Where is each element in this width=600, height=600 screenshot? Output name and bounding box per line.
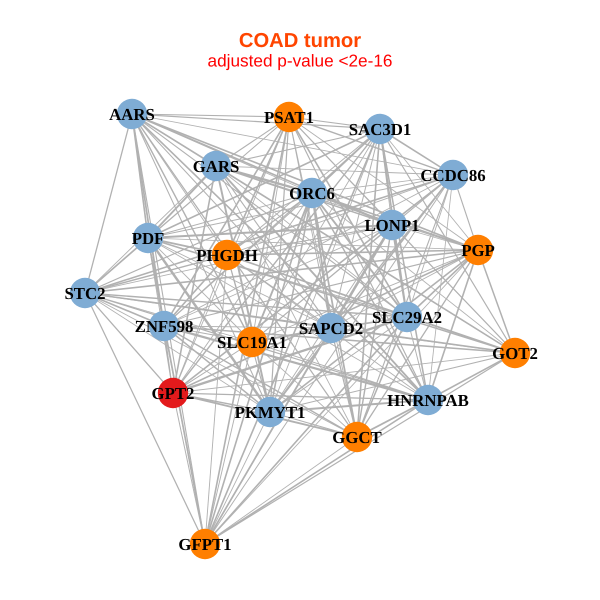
svg-text:ZNF598: ZNF598 — [135, 317, 194, 336]
svg-text:LONP1: LONP1 — [364, 216, 419, 235]
svg-text:PDF: PDF — [132, 229, 165, 248]
svg-text:SLC29A2: SLC29A2 — [372, 308, 442, 327]
svg-text:AARS: AARS — [109, 105, 155, 124]
svg-text:adjusted p-value <2e-16: adjusted p-value <2e-16 — [208, 51, 393, 71]
svg-text:STC2: STC2 — [64, 284, 105, 303]
svg-text:SLC19A1: SLC19A1 — [217, 333, 287, 352]
svg-text:GGCT: GGCT — [332, 428, 381, 447]
svg-text:CCDC86: CCDC86 — [420, 166, 485, 185]
svg-text:ORC6: ORC6 — [289, 184, 335, 203]
svg-text:HNRNPAB: HNRNPAB — [387, 391, 469, 410]
svg-text:SAC3D1: SAC3D1 — [349, 120, 411, 139]
svg-text:GOT2: GOT2 — [492, 344, 538, 363]
svg-text:COAD tumor: COAD tumor — [239, 30, 361, 52]
svg-text:SAPCD2: SAPCD2 — [299, 319, 363, 338]
svg-text:PHGDH: PHGDH — [196, 246, 258, 265]
svg-text:PGP: PGP — [461, 241, 495, 260]
svg-text:PKMYT1: PKMYT1 — [235, 403, 306, 422]
svg-text:GFPT1: GFPT1 — [178, 535, 231, 554]
svg-text:PSAT1: PSAT1 — [264, 108, 314, 127]
svg-text:GARS: GARS — [193, 157, 240, 176]
svg-text:GPT2: GPT2 — [152, 384, 195, 403]
